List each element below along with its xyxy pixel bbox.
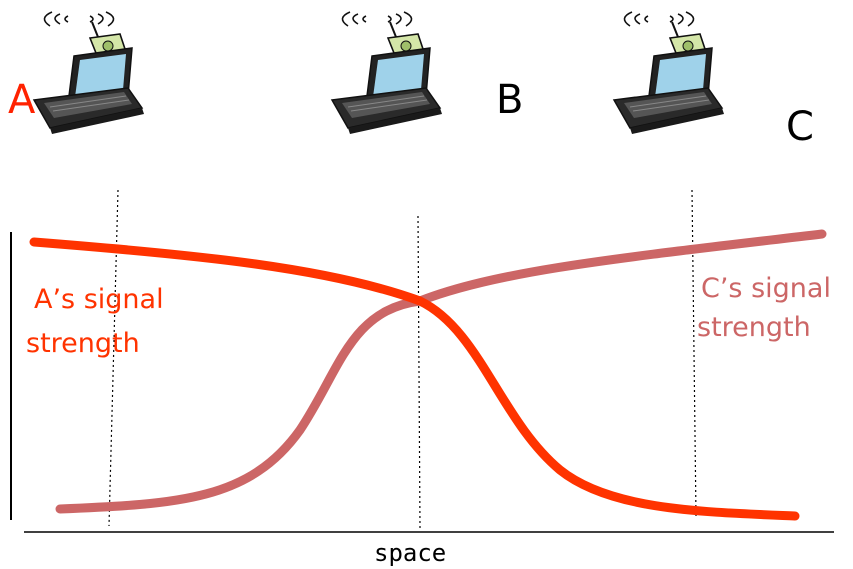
node-c-label: C: [786, 104, 814, 150]
x-axis-label: space: [374, 539, 446, 567]
a-signal-label-line1: A’s signal: [34, 284, 164, 315]
node-c: C: [613, 11, 814, 150]
node-b-label: B: [496, 77, 523, 123]
laptop-wireless-icon: [613, 11, 725, 135]
node-a: A: [8, 11, 145, 135]
position-markers: [108, 189, 697, 529]
laptop-wireless-icon: [331, 11, 443, 135]
laptop-wireless-icon: [33, 11, 145, 135]
marker-c: [691, 189, 697, 517]
a-signal-label-line2: strength: [26, 328, 140, 359]
c-signal-label-line2: strength: [697, 312, 811, 343]
c-signal-curve: [55, 229, 827, 514]
marker-b: [417, 215, 421, 529]
a-signal-curve: [29, 237, 800, 521]
node-a-label: A: [8, 77, 36, 123]
node-b: B: [331, 11, 523, 135]
c-signal-label-line1: C’s signal: [701, 273, 831, 304]
